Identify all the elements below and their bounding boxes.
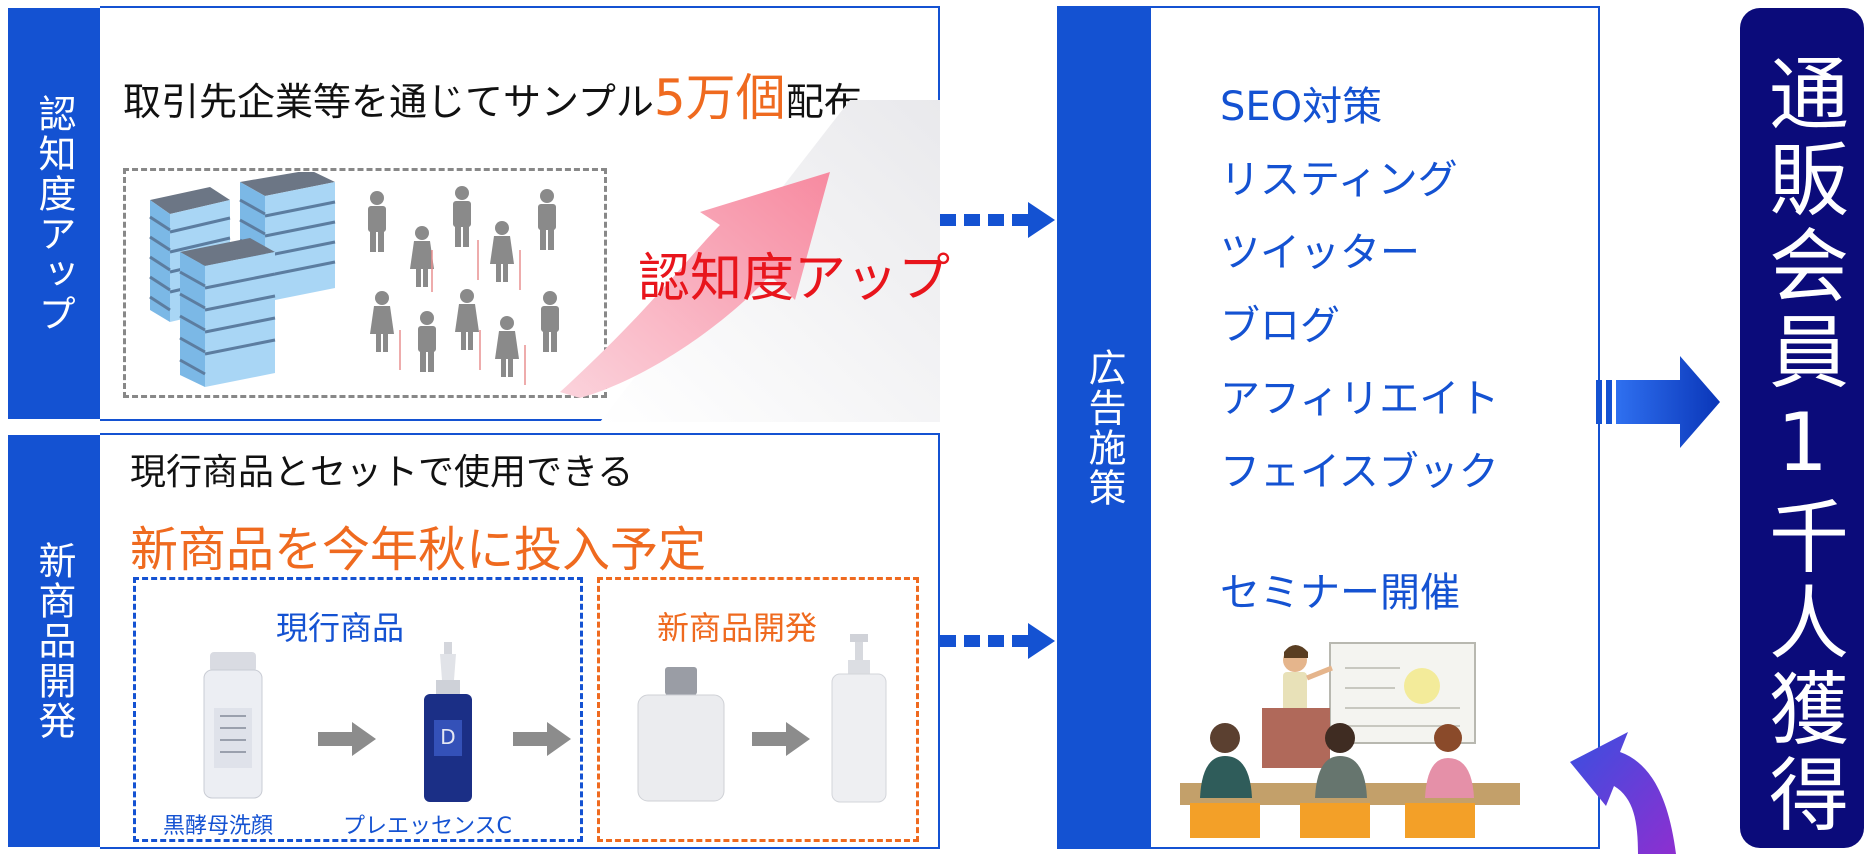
dotted-arrow-top: [940, 202, 1055, 238]
company-people-box: [123, 168, 607, 398]
dotted-arrow-bottom: [940, 623, 1055, 659]
gray-arrow-3: [752, 722, 810, 756]
product2-label: プレエッセンスC: [343, 814, 512, 839]
ads-item-twitter: ツイッター: [1220, 230, 1420, 276]
gray-arrow-1: [318, 722, 376, 756]
face-wash-bottle-image: [203, 652, 263, 799]
new-bottle-square-image: [637, 667, 725, 802]
essence-bottle-image: D: [424, 642, 472, 802]
awareness-arrow-text: 認知度アップ: [638, 249, 951, 309]
new-product-side-label: 新商品開発: [8, 435, 100, 847]
new-product-side-label-text: 新商品開発: [32, 541, 76, 741]
awareness-headline: 取引先企業等を通じてサンプル5万個配布: [123, 58, 862, 130]
ads-side-label: 広告施策: [1057, 6, 1151, 849]
svg-text:D: D: [440, 725, 455, 749]
new-products-box: [597, 577, 919, 842]
ads-item-affiliate: アフィリエイト: [1220, 376, 1500, 422]
ads-panel: [1151, 6, 1600, 849]
current-products-title: 現行商品: [276, 609, 405, 647]
ads-item-seo: SEO対策: [1220, 84, 1383, 130]
ads-item-listing: リスティング: [1220, 157, 1458, 203]
ads-item-blog: ブログ: [1220, 303, 1340, 349]
new-product-line2: 新商品を今年秋に投入予定: [130, 522, 707, 578]
new-bottle-pump-image: [831, 634, 887, 803]
new-product-panel: [100, 433, 940, 849]
buildings-image: [149, 172, 336, 387]
gray-arrow-2: [513, 722, 571, 756]
awareness-side-label-text: 認知度アップ: [32, 93, 76, 334]
awareness-headline-num: 5万個: [653, 69, 786, 127]
awareness-headline-pre: 取引先企業等を通じてサンプル: [123, 80, 654, 124]
ads-item-seminar: セミナー開催: [1220, 570, 1460, 616]
awareness-side-label: 認知度アップ: [8, 8, 100, 419]
product1-label: 黒酵母洗顔: [163, 814, 274, 839]
ads-side-label-text: 広告施策: [1082, 347, 1126, 508]
people-image: [368, 186, 559, 385]
new-product-line1: 現行商品とセットで使用できる: [130, 452, 634, 493]
goal-box: 通販会員1千人獲得: [1740, 8, 1864, 848]
goal-arrow: [1596, 356, 1720, 448]
seminar-image: [1180, 642, 1520, 838]
new-products-title: 新商品開発: [657, 609, 818, 647]
curved-up-arrow: [1570, 732, 1676, 854]
current-products-box: [133, 577, 583, 842]
ads-item-facebook: フェイスブック: [1220, 449, 1499, 495]
awareness-up-arrow: [560, 172, 830, 398]
goal-text: 通販会員1千人獲得: [1756, 52, 1849, 839]
